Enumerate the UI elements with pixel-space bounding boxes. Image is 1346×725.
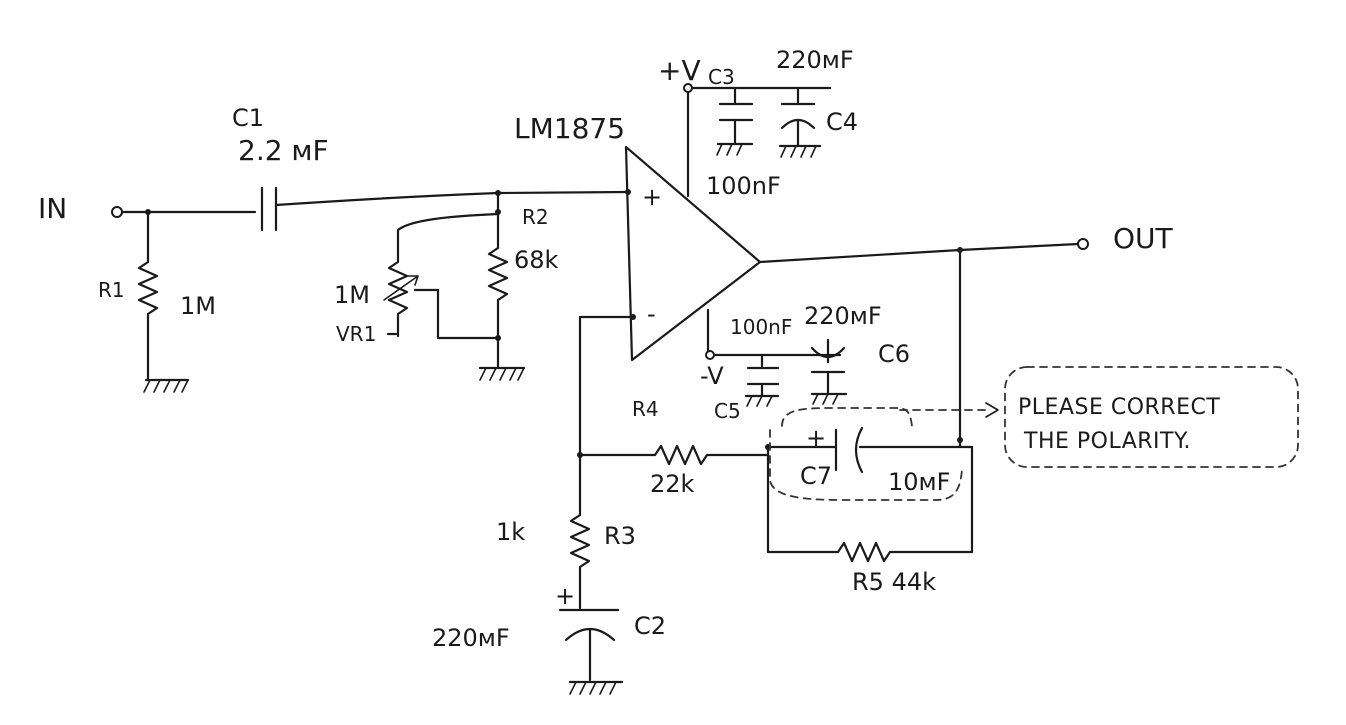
input-terminal: [111, 206, 123, 218]
c2-plus: +: [555, 582, 575, 610]
c7-plus: +: [806, 424, 826, 452]
vee-label: -V: [700, 362, 724, 390]
vcc-label: +V: [658, 54, 701, 87]
r1-value: 1M: [180, 292, 216, 320]
vcc-subscript: C3: [708, 65, 735, 89]
non-inverting-input-node: [625, 189, 631, 195]
junction-c7-right: [957, 437, 963, 443]
callout-arrow-icon: [985, 402, 999, 418]
r4-value: 22k: [650, 470, 695, 498]
c5-name: C5: [714, 399, 741, 423]
r3-value: 1k: [496, 518, 525, 546]
c7-capacitor: [834, 426, 864, 474]
output-terminal: [1077, 238, 1089, 250]
c6-name: C6: [878, 340, 910, 368]
c2-value: 220ᴍF: [432, 624, 510, 652]
plus-sign: +: [642, 183, 662, 211]
c1-value: 2.2 ᴍF: [238, 134, 329, 167]
minus-sign: -: [647, 300, 656, 328]
vr1-value: 1M: [334, 281, 370, 309]
vr1-wiper-wire: [413, 288, 500, 340]
ic-label: LM1875: [514, 112, 625, 145]
callout-outline: [781, 407, 913, 427]
r3-resistor: [569, 453, 591, 610]
output-wire: [758, 242, 1080, 264]
note-line-2: THE POLARITY.: [1023, 429, 1191, 454]
op-amp-triangle: [624, 145, 762, 362]
c1-name: C1: [232, 104, 264, 132]
inverting-wire: [578, 315, 635, 457]
vr1-arrow: [383, 275, 419, 301]
c3-capacitor: [716, 86, 754, 156]
c6-capacitor: [810, 338, 848, 405]
vr1-potentiometer: [387, 212, 500, 338]
r1-name: R1: [98, 278, 125, 302]
vee-terminal: [705, 350, 715, 360]
c2-capacitor: [558, 608, 624, 695]
c6-value: 220ᴍF: [804, 302, 882, 330]
c4-name: C4: [826, 108, 858, 136]
in-label: IN: [38, 192, 67, 225]
c7-value: 10ᴍF: [888, 468, 950, 496]
c5-value: 100nF: [730, 315, 792, 339]
r2-resistor: [487, 210, 509, 340]
c5-capacitor: [744, 353, 780, 407]
c4-capacitor: [778, 86, 822, 158]
r4-name: R4: [632, 397, 659, 421]
r5-label: R5 44k: [852, 568, 936, 596]
note-box: [1004, 366, 1299, 468]
r1-resistor: [137, 210, 159, 382]
c1-capacitor: [260, 186, 278, 232]
r5-resistor: [766, 445, 974, 563]
c3-value: 100nF: [706, 172, 781, 200]
c4-value: 220ᴍF: [776, 46, 854, 74]
c7-name: C7: [800, 462, 832, 490]
c1-output-wire: [274, 190, 630, 207]
c2-name: C2: [634, 612, 666, 640]
vcc-terminal: [683, 83, 693, 93]
callout-outline-lower: [769, 409, 991, 501]
out-label: OUT: [1113, 222, 1174, 255]
r3-name: R3: [604, 522, 636, 550]
r2-name: R2: [522, 205, 549, 229]
r2-value: 68k: [514, 246, 559, 274]
r1-ground-symbol: [143, 378, 190, 393]
vr1-name: VR1: [336, 322, 376, 346]
r4-resistor: [578, 444, 770, 466]
r2-ground-symbol: [478, 366, 526, 381]
note-line-1: PLEASE CORRECT: [1018, 395, 1220, 420]
